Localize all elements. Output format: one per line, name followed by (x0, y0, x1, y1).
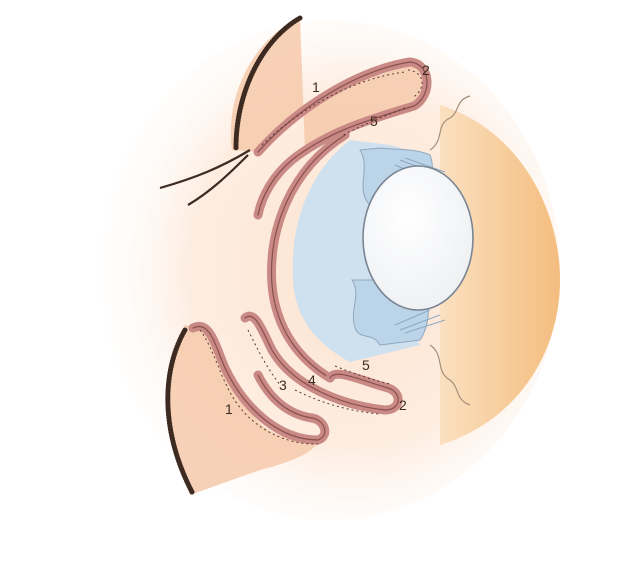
label-lower-3: 3 (279, 377, 287, 393)
label-lower-4: 4 (308, 372, 316, 388)
label-upper-1: 1 (312, 79, 320, 95)
label-lower-2: 2 (399, 397, 407, 413)
lens (363, 166, 473, 310)
label-upper-2: 2 (422, 62, 430, 78)
label-upper-5: 5 (370, 113, 378, 129)
label-lower-1: 1 (225, 401, 233, 417)
label-lower-5: 5 (362, 357, 370, 373)
